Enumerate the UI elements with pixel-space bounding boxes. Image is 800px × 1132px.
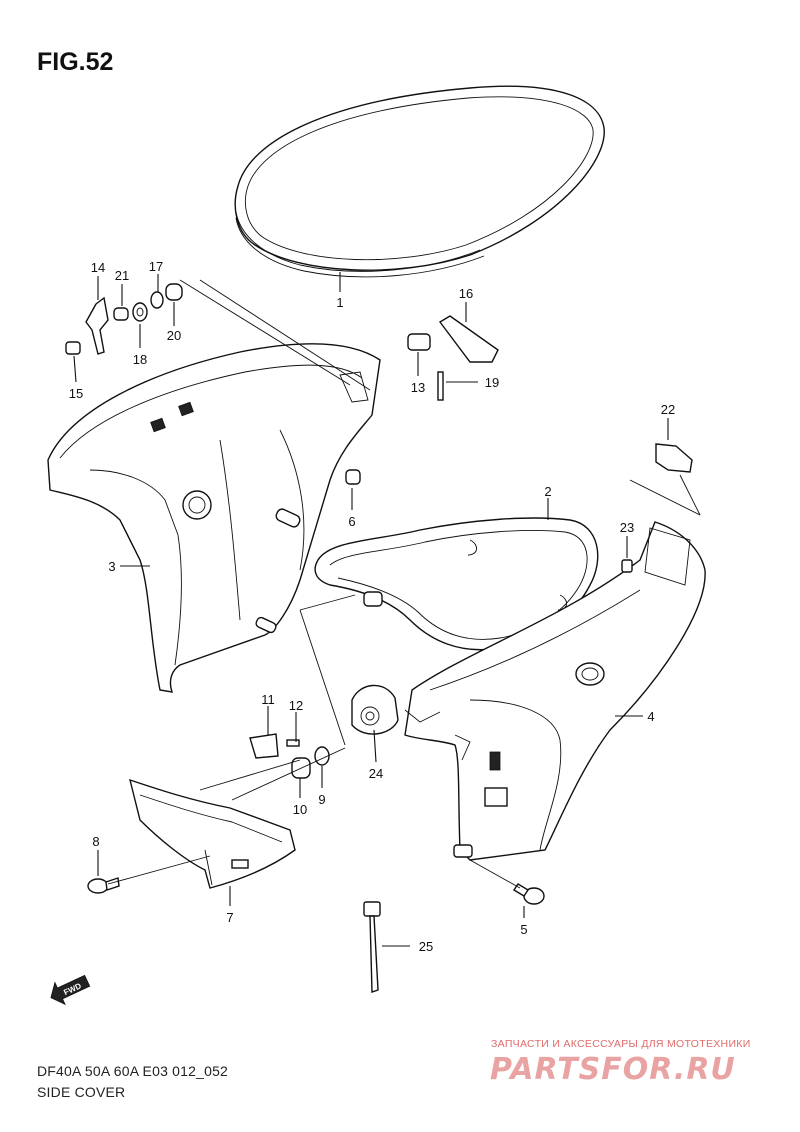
- callout-8[interactable]: 8: [92, 834, 99, 849]
- callout-labels: 1 2 3 4 5 6 7 8 9 10 11 12 13 14 15 16 1…: [69, 259, 675, 954]
- section-name: SIDE COVER: [37, 1084, 126, 1100]
- callout-9[interactable]: 9: [318, 792, 325, 807]
- callout-24[interactable]: 24: [369, 766, 383, 781]
- fwd-label: FWD: [62, 981, 83, 997]
- callout-17[interactable]: 17: [149, 259, 163, 274]
- bush-part-20: [165, 283, 183, 301]
- callout-15[interactable]: 15: [69, 386, 83, 401]
- clip-part-11: [249, 733, 279, 759]
- arrow-fwd-icon: FWD: [50, 974, 91, 1006]
- callout-12[interactable]: 12: [289, 698, 303, 713]
- callout-2[interactable]: 2: [544, 484, 551, 499]
- callout-25[interactable]: 25: [419, 939, 433, 954]
- pin-part-19: [437, 371, 444, 401]
- callout-7[interactable]: 7: [226, 910, 233, 925]
- screw-part-23: [621, 559, 633, 573]
- side-cover-part-4[interactable]: [404, 521, 706, 861]
- callout-16[interactable]: 16: [459, 286, 473, 301]
- figure-title: FIG.52: [37, 48, 114, 76]
- callout-4[interactable]: 4: [647, 709, 654, 724]
- grommet-part-24[interactable]: [351, 684, 399, 735]
- collar-part-21: [113, 307, 129, 321]
- seal-ring-part-1[interactable]: [234, 85, 605, 278]
- callout-14[interactable]: 14: [91, 260, 105, 275]
- watermark-logo: PARTSFOR.RU: [490, 1052, 736, 1087]
- side-cover-part-3[interactable]: [47, 343, 381, 693]
- callout-20[interactable]: 20: [167, 328, 181, 343]
- callout-5[interactable]: 5: [520, 922, 527, 937]
- washer-part-17: [150, 291, 164, 309]
- callout-13[interactable]: 13: [411, 380, 425, 395]
- small-hardware: [65, 283, 693, 905]
- seal-frame-part-2[interactable]: [314, 517, 599, 651]
- bolt-part-8: [87, 878, 109, 894]
- bush-part-6: [345, 469, 361, 485]
- callout-21[interactable]: 21: [115, 268, 129, 283]
- clip-part-15: [65, 341, 81, 355]
- callout-3[interactable]: 3: [108, 559, 115, 574]
- callout-11[interactable]: 11: [261, 692, 275, 707]
- bracket-part-14: [85, 296, 109, 355]
- callout-19[interactable]: 19: [485, 375, 499, 390]
- washer-part-18: [132, 302, 148, 322]
- screw-part-12: [286, 739, 300, 747]
- model-code: DF40A 50A 60A E03 012_052: [37, 1063, 229, 1079]
- cable-tie-part-25[interactable]: [363, 901, 381, 993]
- callout-23[interactable]: 23: [620, 520, 634, 535]
- cover-bracket-part-7[interactable]: [129, 778, 296, 889]
- callout-22[interactable]: 22: [661, 402, 675, 417]
- callout-10[interactable]: 10: [293, 802, 307, 817]
- leader-lines: [73, 272, 701, 947]
- clamp-part-22: [655, 443, 693, 473]
- lock-part-13: [407, 333, 431, 351]
- watermark-subtitle: ЗАПЧАСТИ И АКСЕССУАРЫ ДЛЯ МОТОТЕХНИКИ: [491, 1038, 751, 1050]
- callout-18[interactable]: 18: [133, 352, 147, 367]
- callout-6[interactable]: 6: [348, 514, 355, 529]
- callout-1[interactable]: 1: [336, 295, 343, 310]
- lever-part-16: [438, 315, 499, 363]
